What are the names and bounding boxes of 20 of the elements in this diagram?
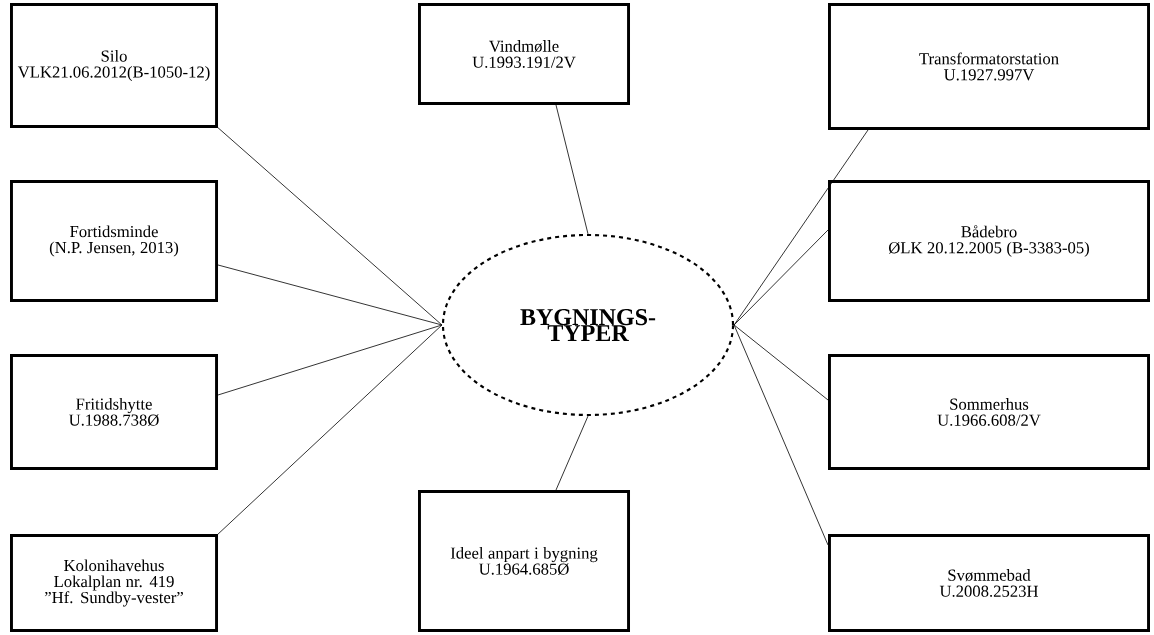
text-box: Ideel anpart i bygning U.1964.685Ø	[418, 490, 630, 632]
connector-line	[555, 415, 589, 491]
connector-line	[215, 324, 443, 537]
text-box: Transformatorstation U.1927.997V	[828, 3, 1150, 130]
connector-line	[733, 229, 829, 326]
connector-line	[733, 324, 829, 401]
text-box: Silo VLK21.06.2012(B-1050-12)	[10, 3, 218, 128]
text-box: Fritidshytte U.1988.738Ø	[10, 354, 218, 470]
connector-line	[217, 324, 443, 396]
text-box: Bådebro ØLK 20.12.2005 (B-3383-05)	[828, 180, 1150, 302]
text-box: Kolonihavehus Lokalplan nr. 419 ”Hf. Sundby-vester”	[10, 534, 218, 632]
connector-line	[217, 264, 443, 326]
text-box: Fortidsminde (N.P. Jensen, 2013)	[10, 180, 218, 302]
connector-line	[733, 324, 829, 546]
connector-line	[555, 104, 589, 235]
text-box: Sommerhus U.1966.608/2V	[828, 354, 1150, 470]
text-box: Vindmølle U.1993.191/2V	[418, 3, 630, 105]
text-box: Svømmebad U.2008.2523H	[828, 534, 1150, 632]
connector-line	[215, 125, 443, 326]
connector-line	[733, 129, 869, 326]
